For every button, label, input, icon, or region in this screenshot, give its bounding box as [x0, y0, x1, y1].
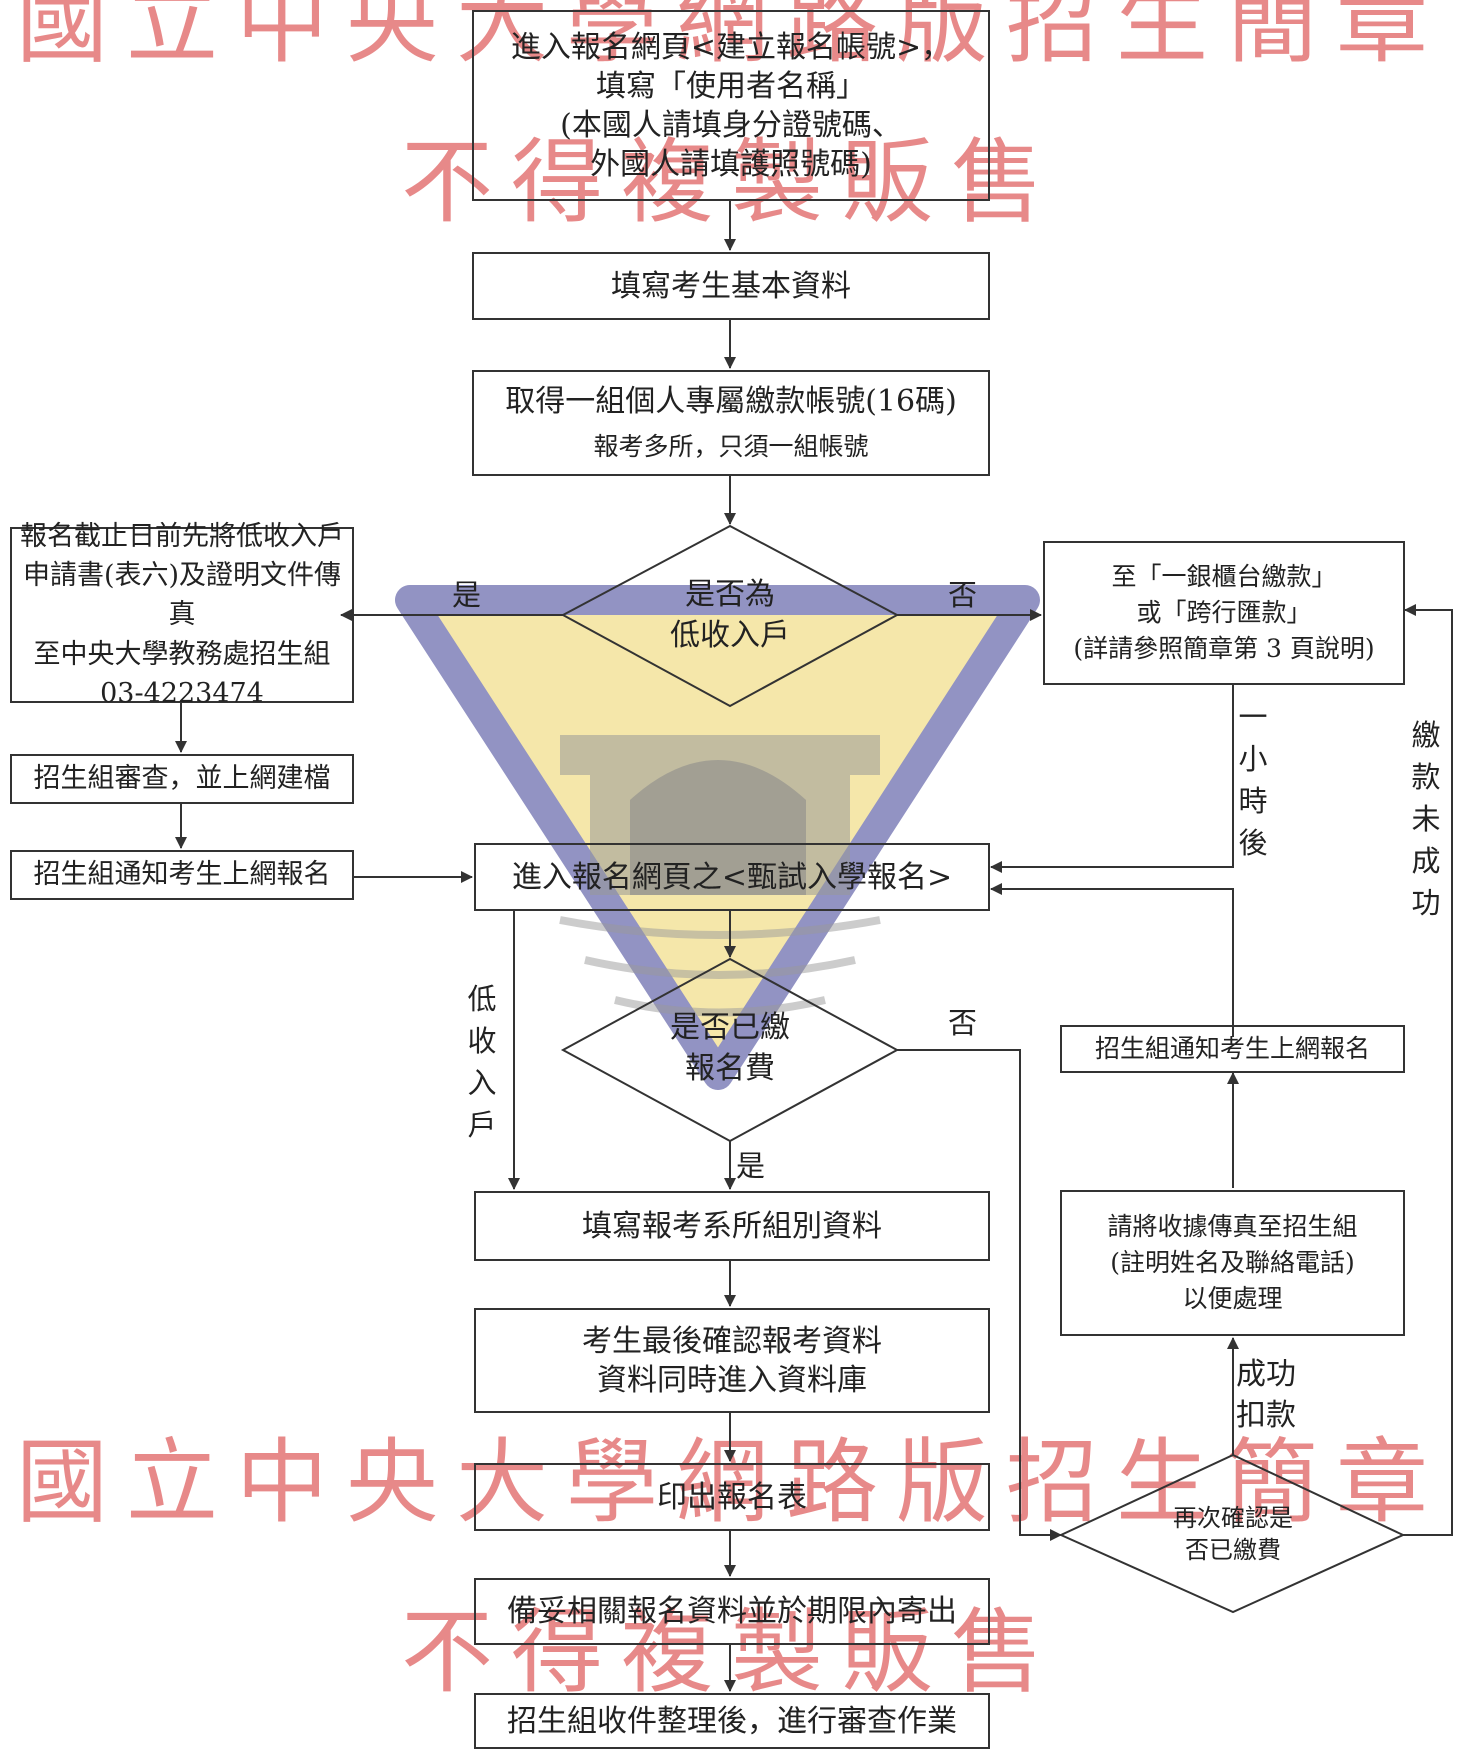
watermark-top: 國立中央大學網路版招生簡章	[15, 0, 1446, 76]
decision-low-income	[560, 524, 900, 708]
notify-left-text: 招生組通知考生上網報名	[33, 859, 331, 891]
low-income-path-char4: 戶	[467, 1108, 497, 1143]
mail-docs-text: 備妥相關報名資料並於期限內寄出	[507, 1594, 957, 1629]
pay-counter-line2: 或「跨行匯款」	[1136, 597, 1312, 627]
notify-right-text: 招生組通知考生上網報名	[1094, 1033, 1370, 1063]
one-hour-char3: 時	[1238, 784, 1268, 819]
create-account-box: 進入報名網頁<建立報名帳號>， 填寫「使用者名稱」 (本國人請填身分證號碼、 外…	[472, 10, 990, 201]
recheck-question-line1: 再次確認是	[1173, 1504, 1293, 1532]
low-income-docs-line3: 至中央大學教務處招生組	[33, 638, 331, 670]
low-income-docs-line1: 報名截止日前先將低收入戶	[20, 521, 344, 553]
pay-failed-char1: 繳	[1411, 718, 1441, 752]
edge-label-success-deduct: 成功 扣款	[1236, 1355, 1296, 1436]
confirm-line1: 考生最後確認報考資料	[582, 1323, 882, 1359]
recheck-question: 再次確認是 否已繳費	[1113, 1502, 1353, 1567]
pay-counter-box: 至「一銀櫃台繳款」 或「跨行匯款」 (詳請參照簡章第 3 頁說明)	[1043, 541, 1405, 685]
notify-left-box: 招生組通知考生上網報名	[10, 850, 354, 900]
fax-receipt-line3: 以便處理	[1182, 1284, 1283, 1314]
low-income-docs-line2: 申請書(表六)及證明文件傳真	[22, 560, 342, 631]
low-income-docs-box: 報名截止日前先將低收入戶 申請書(表六)及證明文件傳真 至中央大學教務處招生組 …	[10, 521, 354, 709]
fill-dept-text: 填寫報考系所組別資料	[582, 1208, 882, 1244]
get-account-note: 報考多所，只須一組帳號	[593, 432, 869, 462]
print-form-text: 印出報名表	[657, 1479, 807, 1515]
low-income-path-char2: 收	[467, 1024, 497, 1059]
low-income-question-line2: 低收入戶	[670, 617, 790, 653]
fax-receipt-line1: 請將收據傳真至招生組	[1107, 1211, 1358, 1241]
edge-label-paid-yes: 是	[736, 1149, 766, 1183]
edge-label-pay-failed: 繳 款 未 成 功	[1410, 714, 1442, 924]
fax-receipt-box: 請將收據傳真至招生組 (註明姓名及聯絡電話) 以便處理	[1060, 1190, 1405, 1336]
paid-question: 是否已繳 報名費	[610, 1008, 850, 1089]
edge-label-no-right: 否	[948, 578, 978, 612]
paid-question-line1: 是否已繳	[670, 1010, 790, 1045]
edge-label-not-paid: 否	[948, 1006, 978, 1040]
get-account-box: 取得一組個人專屬繳款帳號(16碼) 報考多所，只須一組帳號	[472, 370, 990, 476]
low-income-path-char1: 低	[467, 982, 497, 1016]
create-account-line4: 外國人請填護照號碼)	[590, 146, 872, 182]
review-upload-box: 招生組審查，並上網建檔	[10, 754, 354, 804]
confirm-box: 考生最後確認報考資料 資料同時進入資料庫	[474, 1308, 990, 1413]
decision-recheck	[1058, 1453, 1406, 1614]
low-income-question: 是否為 低收入戶	[610, 575, 850, 656]
pay-counter-line1: 至「一銀櫃台繳款」	[1111, 561, 1337, 591]
review-box: 招生組收件整理後，進行審查作業	[474, 1693, 990, 1749]
pay-failed-char4: 成	[1411, 844, 1441, 879]
mail-docs-box: 備妥相關報名資料並於期限內寄出	[474, 1578, 990, 1645]
low-income-question-line1: 是否為	[685, 577, 775, 612]
edge-label-one-hour: 一 小 時 後	[1237, 696, 1269, 864]
create-account-line3: (本國人請填身分證號碼、	[560, 107, 902, 143]
review-upload-text: 招生組審查，並上網建檔	[33, 763, 331, 795]
watermark-bottom-sub: 不得複製販售	[400, 1599, 1061, 1706]
recheck-question-line2: 否已繳費	[1185, 1536, 1281, 1565]
enter-register-box: 進入報名網頁之<甄試入學報名>	[474, 843, 990, 911]
get-account-text: 取得一組個人專屬繳款帳號(16碼)	[505, 384, 957, 420]
fax-receipt-line2: (註明姓名及聯絡電話)	[1110, 1247, 1355, 1277]
review-text: 招生組收件整理後，進行審查作業	[507, 1703, 957, 1739]
low-income-docs-phone: 03-4223474	[100, 677, 264, 709]
success-deduct-line1: 成功	[1236, 1357, 1296, 1392]
confirm-line2: 資料同時進入資料庫	[597, 1362, 867, 1398]
one-hour-char2: 小	[1238, 742, 1268, 777]
low-income-path-char3: 入	[467, 1066, 497, 1101]
edge-label-low-income-path: 低 收 入 戶	[466, 978, 498, 1146]
fill-dept-box: 填寫報考系所組別資料	[474, 1191, 990, 1261]
one-hour-char4: 後	[1238, 826, 1268, 861]
watermark-bottom: 國立中央大學網路版招生簡章	[15, 1429, 1446, 1536]
pay-failed-char5: 功	[1411, 886, 1441, 921]
watermark-top-sub: 不得複製販售	[400, 129, 1061, 236]
university-emblem	[395, 585, 1040, 1090]
fill-basic-text: 填寫考生基本資料	[611, 268, 851, 304]
pay-failed-char2: 款	[1411, 760, 1441, 795]
print-form-box: 印出報名表	[474, 1463, 990, 1531]
pay-failed-char3: 未	[1411, 802, 1441, 837]
create-account-line2: 填寫「使用者名稱」	[596, 68, 866, 104]
paid-question-line2: 報名費	[685, 1050, 775, 1086]
notify-right-box: 招生組通知考生上網報名	[1060, 1025, 1405, 1073]
create-account-line1: 進入報名網頁<建立報名帳號>，	[510, 29, 952, 65]
decision-paid	[560, 957, 900, 1143]
success-deduct-line2: 扣款	[1236, 1397, 1296, 1433]
pay-counter-line3: (詳請參照簡章第 3 頁說明)	[1073, 634, 1375, 664]
enter-register-text: 進入報名網頁之<甄試入學報名>	[511, 859, 953, 895]
one-hour-char1: 一	[1238, 700, 1268, 734]
edge-label-yes-left: 是	[452, 578, 482, 612]
fill-basic-box: 填寫考生基本資料	[472, 252, 990, 320]
